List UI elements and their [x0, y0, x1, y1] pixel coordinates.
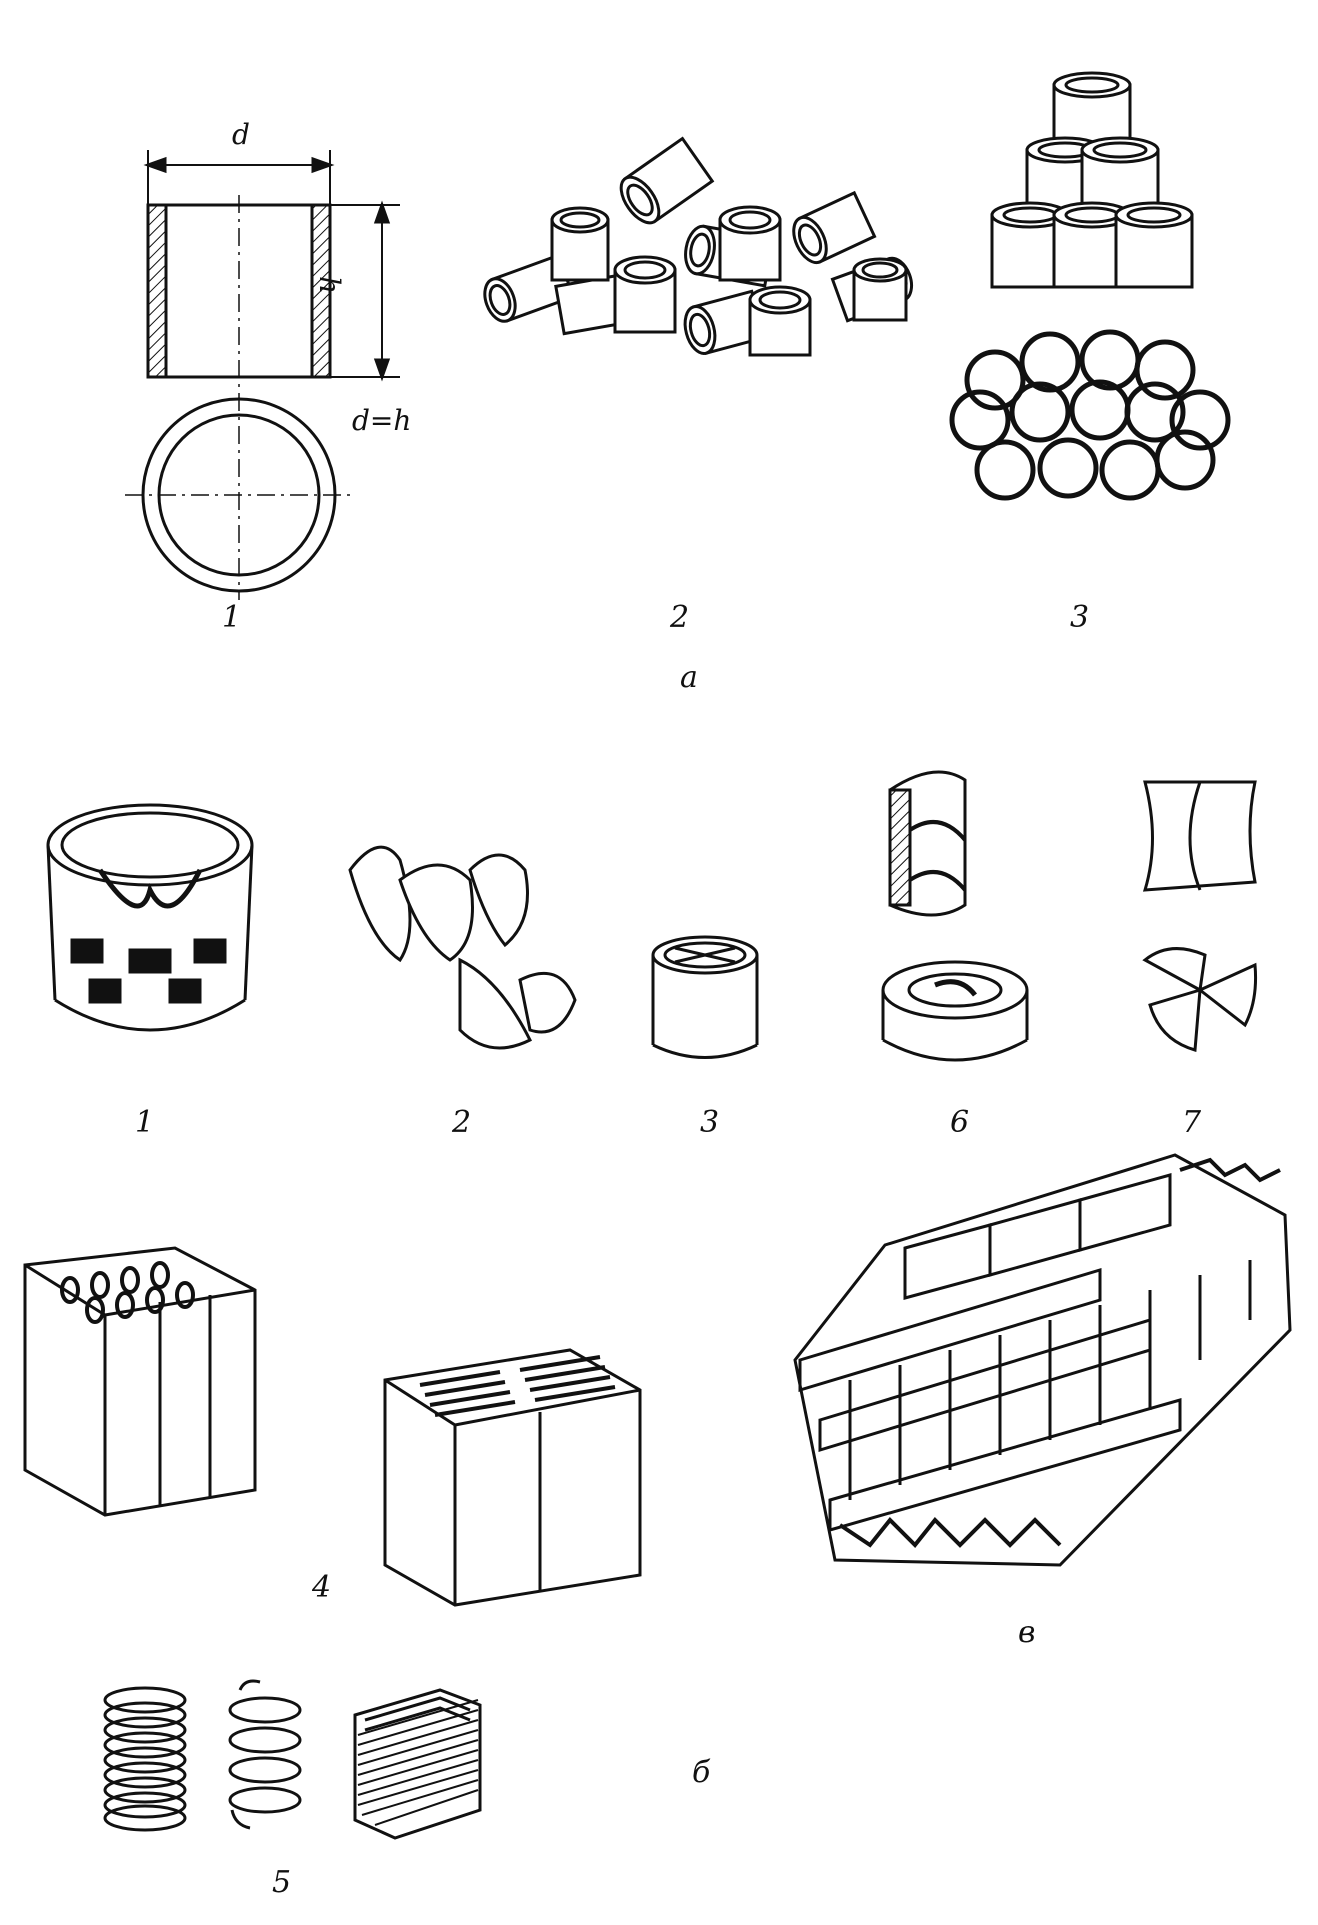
berl-saddles: [348, 845, 577, 1050]
section-b-label: б: [692, 1755, 711, 1790]
twisted-partition-element: [1142, 780, 1257, 892]
figure-b-7-label: 7: [1182, 1105, 1202, 1140]
raschig-ring-section-drawing: [125, 150, 400, 600]
pall-ring: [46, 803, 254, 1032]
regular-ring-plan: [949, 329, 1231, 501]
spiral-partition-ring-section: [888, 770, 967, 917]
figure-b-1-label: 1: [135, 1105, 155, 1140]
figure-b-5-label: 5: [272, 1865, 292, 1900]
section-a-label: a: [680, 660, 698, 695]
figure-b-3-label: 3: [700, 1105, 720, 1140]
ceramic-block-slotted: [383, 1348, 642, 1607]
dimension-d-label: d: [232, 118, 250, 151]
regular-ring-stack: [990, 71, 1194, 289]
wire-coil-rectangular: [353, 1688, 482, 1840]
grid-packing-structure: [793, 1153, 1292, 1567]
ceramic-block-perforated: [23, 1246, 257, 1517]
dimension-relation-label: d=h: [352, 404, 412, 437]
wire-spiral-dense: [103, 1686, 187, 1832]
figure-b-6-label: 6: [950, 1105, 970, 1140]
three-blade-element: [1142, 947, 1257, 1052]
figure-b-2-label: 2: [452, 1105, 472, 1140]
dimension-h-label: h: [313, 276, 346, 295]
figure-a-3-label: 3: [1070, 600, 1090, 635]
figure-a-2-label: 2: [670, 600, 690, 635]
section-v-label: в: [1018, 1615, 1036, 1650]
wire-spiral-open: [228, 1679, 302, 1830]
figure-a-1-label: 1: [222, 600, 242, 635]
random-ring-pile: [483, 136, 914, 357]
figure-b-4-label: 4: [312, 1570, 332, 1605]
cross-partition-ring: [651, 935, 759, 1059]
spiral-partition-ring: [881, 960, 1029, 1062]
